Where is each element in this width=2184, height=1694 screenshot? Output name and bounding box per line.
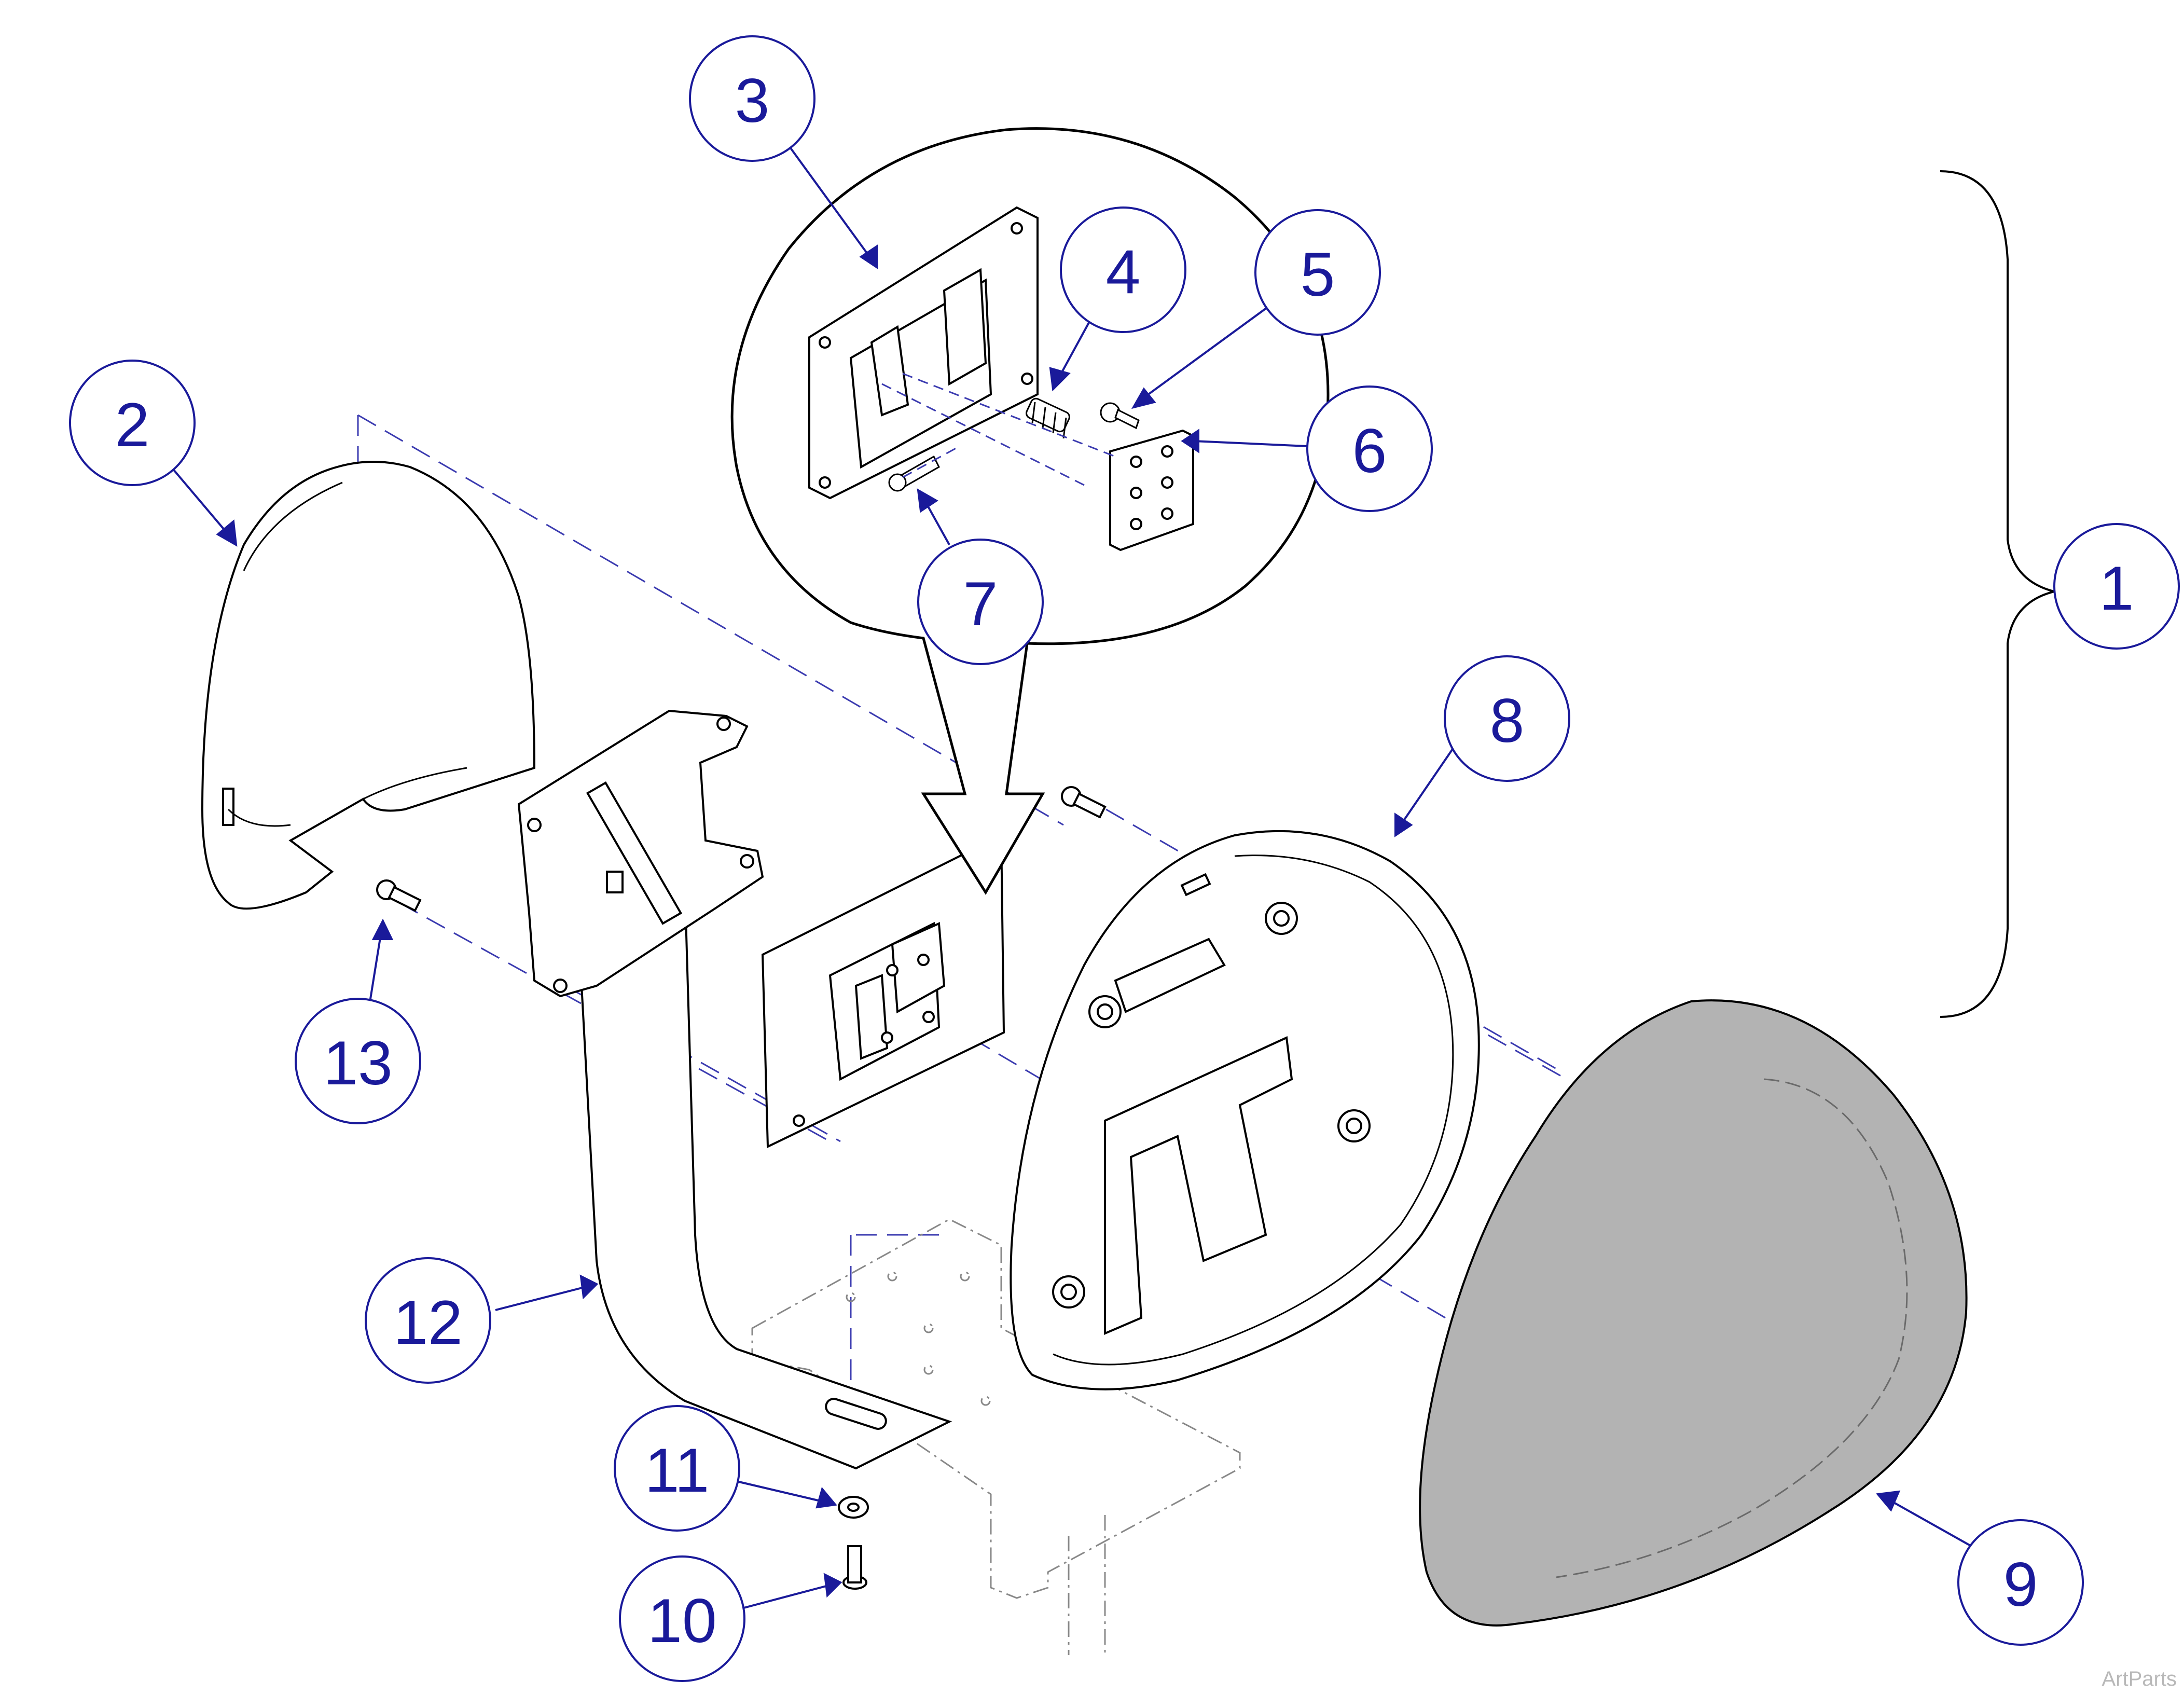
washer-11	[838, 1496, 869, 1519]
callout-4: 4	[1060, 206, 1186, 333]
svg-text:8: 8	[1490, 686, 1525, 755]
svg-text:6: 6	[1352, 416, 1387, 486]
svg-text:3: 3	[735, 66, 770, 135]
cushion-pad	[1419, 999, 1968, 1627]
svg-text:13: 13	[323, 1028, 392, 1098]
svg-text:4: 4	[1106, 237, 1141, 307]
callout-11: 11	[614, 1405, 740, 1532]
base-mounting-plate	[751, 1218, 1241, 1655]
backrest-shell	[1010, 830, 1480, 1390]
leader-arrows	[170, 144, 1972, 1609]
detail-latch-block	[1109, 429, 1194, 552]
svg-text:2: 2	[115, 390, 150, 460]
svg-text:5: 5	[1301, 240, 1335, 309]
backrest-bracket	[517, 709, 952, 1470]
detail-spring	[1026, 397, 1070, 439]
callout-3: 3	[689, 35, 815, 162]
callout-5: 5	[1254, 209, 1381, 336]
svg-text:12: 12	[393, 1288, 462, 1357]
callout-9: 9	[1957, 1519, 2084, 1646]
detail-screw	[1100, 402, 1140, 430]
latch-plate-assembled	[761, 833, 1005, 1149]
callout-12: 12	[365, 1257, 491, 1384]
screw-13	[376, 879, 422, 912]
callout-10: 10	[619, 1555, 745, 1682]
callout-13: 13	[295, 998, 421, 1124]
svg-text:9: 9	[2003, 1550, 2038, 1619]
detail-view	[730, 127, 1330, 895]
screws	[376, 786, 1107, 1590]
callout-1: 1	[2053, 523, 2180, 650]
group-bracket	[1940, 170, 2055, 1018]
svg-text:1: 1	[2099, 554, 2134, 623]
svg-text:11: 11	[645, 1436, 710, 1505]
watermark-text: ArtParts	[2102, 1668, 2177, 1690]
callout-6: 6	[1306, 385, 1433, 512]
callout-2: 2	[69, 360, 196, 486]
callout-7: 7	[917, 539, 1044, 665]
svg-text:7: 7	[963, 569, 998, 639]
detail-pin	[888, 455, 940, 492]
rear-cover	[201, 461, 536, 910]
callout-8: 8	[1444, 655, 1570, 782]
screw-upper	[1061, 786, 1107, 819]
screw-10	[842, 1545, 867, 1590]
svg-text:10: 10	[647, 1586, 716, 1656]
callouts: 1 2 3 4 5 6 7 8 9 10 11 12 13	[69, 35, 2180, 1682]
